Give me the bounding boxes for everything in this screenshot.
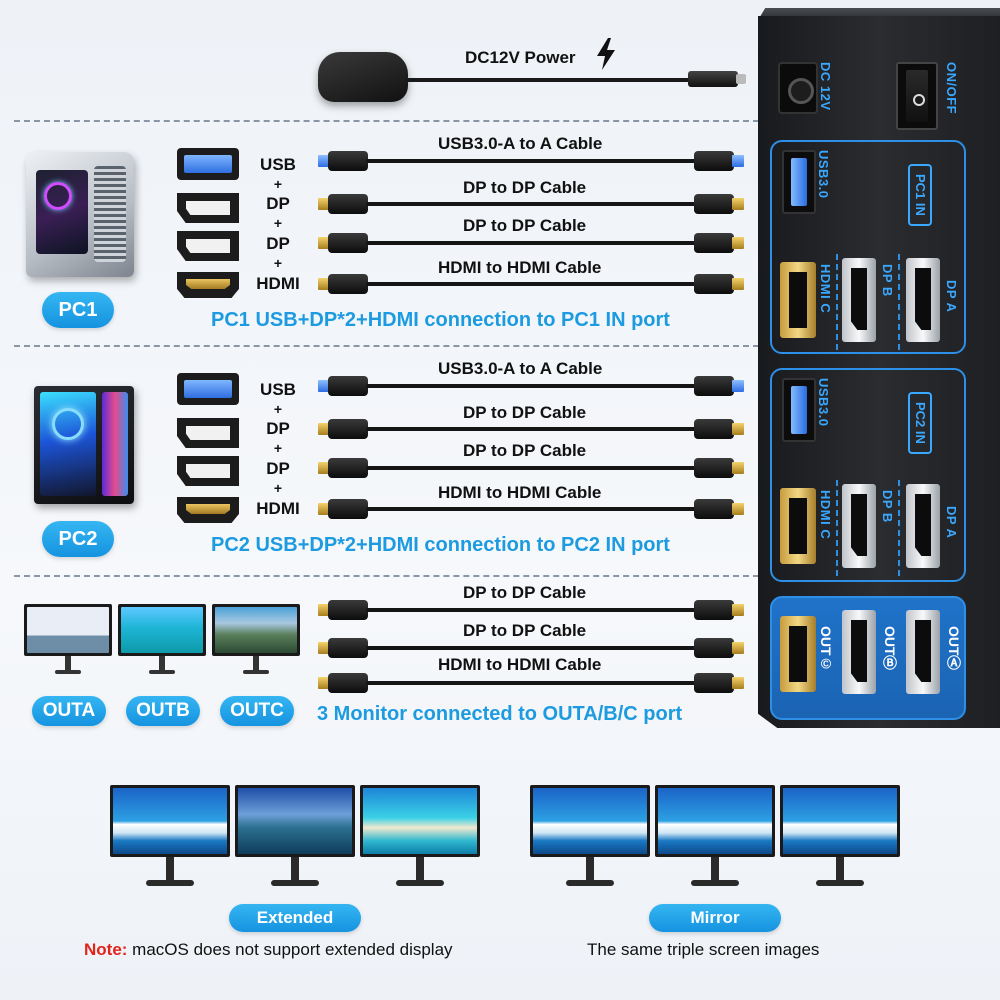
dc-label: DC 12V bbox=[818, 62, 833, 111]
usb-label: USB3.0 bbox=[816, 378, 831, 427]
pc1-badge: PC1 bbox=[42, 292, 114, 328]
kvm-out-c-port[interactable] bbox=[780, 616, 816, 692]
kvm-usb-port-1[interactable] bbox=[782, 150, 816, 214]
outputs-caption: 3 Monitor connected to OUTA/B/C port bbox=[317, 703, 683, 725]
extended-note: Note: macOS does not support extended di… bbox=[84, 940, 453, 960]
displayport-port-icon bbox=[177, 418, 239, 448]
switch-label: ON/OFF bbox=[944, 62, 959, 115]
kvm-out-b-port[interactable] bbox=[842, 610, 876, 694]
mirror-note: The same triple screen images bbox=[587, 940, 820, 959]
separator bbox=[14, 120, 759, 122]
conn-usb: USB bbox=[260, 155, 296, 174]
conn-dp: DP bbox=[266, 459, 290, 478]
monitor-outb bbox=[118, 604, 206, 656]
pc2-in-badge: PC2 IN bbox=[908, 392, 932, 454]
note-prefix: Note: bbox=[84, 940, 128, 959]
displayport-port-icon bbox=[177, 456, 239, 486]
kvm-hdmi-c-port-2[interactable] bbox=[780, 488, 816, 564]
mirror-monitor-3 bbox=[780, 785, 900, 857]
outb-badge: OUTB bbox=[126, 696, 200, 726]
mirror-monitor-2 bbox=[655, 785, 775, 857]
conn-plus: + bbox=[273, 176, 283, 192]
dp-a-label: DP A bbox=[944, 506, 959, 539]
monitor-outc bbox=[212, 604, 300, 656]
displayport-port-icon bbox=[177, 231, 239, 261]
hdmi-port-icon bbox=[177, 272, 239, 298]
extended-badge: Extended bbox=[229, 904, 361, 932]
pc1-in-panel bbox=[770, 140, 966, 354]
pc2-computer bbox=[34, 386, 134, 504]
conn-usb: USB bbox=[260, 380, 296, 399]
out-a-label: OUTⒶ bbox=[946, 626, 962, 670]
usb-port-icon bbox=[177, 373, 239, 405]
kvm-usb-port-2[interactable] bbox=[782, 378, 816, 442]
outa-badge: OUTA bbox=[32, 696, 106, 726]
kvm-dp-b-port-2[interactable] bbox=[842, 484, 876, 568]
pc1-computer bbox=[26, 152, 134, 277]
outc-badge: OUTC bbox=[220, 696, 294, 726]
separator bbox=[14, 345, 759, 347]
dc-power-jack bbox=[778, 62, 818, 114]
conn-plus: + bbox=[273, 480, 283, 496]
power-adapter bbox=[318, 52, 408, 102]
extended-monitor-2 bbox=[235, 785, 355, 857]
conn-dp: DP bbox=[266, 194, 290, 213]
conn-dp: DP bbox=[266, 234, 290, 253]
mirror-monitor-1 bbox=[530, 785, 650, 857]
conn-hdmi: HDMI bbox=[256, 274, 300, 293]
monitor-outa bbox=[24, 604, 112, 656]
pc2-in-panel bbox=[770, 368, 966, 582]
kvm-dp-a-port-2[interactable] bbox=[906, 484, 940, 568]
usb-label: USB3.0 bbox=[816, 150, 831, 199]
dp-b-label: DP B bbox=[880, 264, 895, 297]
out-c-label: OUT© bbox=[818, 626, 834, 672]
dp-b-label: DP B bbox=[880, 490, 895, 523]
pc1-in-badge: PC1 IN bbox=[908, 164, 932, 226]
power-switch[interactable] bbox=[896, 62, 938, 130]
pc1-caption: PC1 USB+DP*2+HDMI connection to PC1 IN p… bbox=[211, 309, 670, 331]
hdmi-port-icon bbox=[177, 497, 239, 523]
hdmi-c-label: HDMI C bbox=[818, 490, 833, 540]
separator bbox=[14, 575, 759, 577]
kvm-dp-b-port-1[interactable] bbox=[842, 258, 876, 342]
dp-a-label: DP A bbox=[944, 280, 959, 313]
dc-plug bbox=[688, 71, 746, 87]
pc2-caption: PC2 USB+DP*2+HDMI connection to PC2 IN p… bbox=[211, 534, 670, 556]
mirror-badge: Mirror bbox=[649, 904, 781, 932]
conn-plus: + bbox=[273, 440, 283, 456]
extended-monitor-1 bbox=[110, 785, 230, 857]
kvm-out-a-port[interactable] bbox=[906, 610, 940, 694]
conn-dp: DP bbox=[266, 419, 290, 438]
extended-monitor-3 bbox=[360, 785, 480, 857]
note-text: macOS does not support extended display bbox=[127, 940, 453, 959]
displayport-port-icon bbox=[177, 193, 239, 223]
out-b-label: OUTⒷ bbox=[882, 626, 898, 670]
conn-plus: + bbox=[273, 401, 283, 417]
conn-plus: + bbox=[273, 215, 283, 231]
conn-plus: + bbox=[273, 255, 283, 271]
kvm-dp-a-port-1[interactable] bbox=[906, 258, 940, 342]
power-label: DC12V Power bbox=[465, 48, 576, 67]
conn-hdmi: HDMI bbox=[256, 499, 300, 518]
hdmi-c-label: HDMI C bbox=[818, 264, 833, 314]
usb-port-icon bbox=[177, 148, 239, 180]
pc2-badge: PC2 bbox=[42, 521, 114, 557]
kvm-hdmi-c-port-1[interactable] bbox=[780, 262, 816, 338]
lightning-bolt-icon bbox=[597, 38, 615, 70]
power-cable bbox=[405, 78, 690, 82]
